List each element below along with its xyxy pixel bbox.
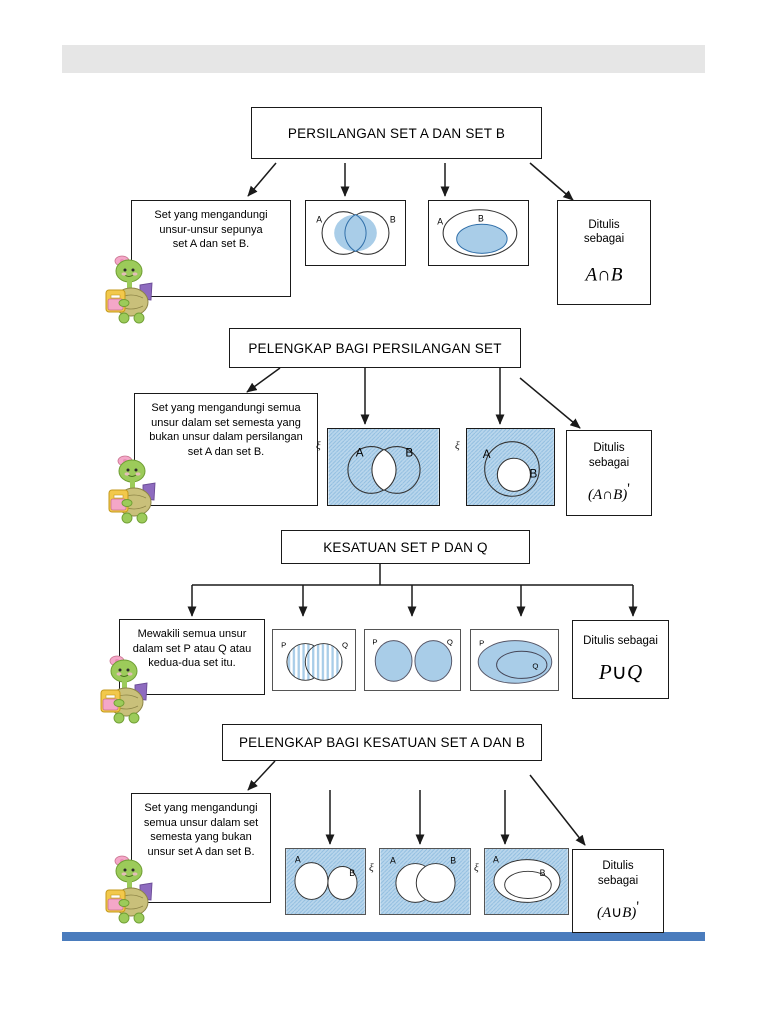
notation-box-intersection: Ditulis sebagai A∩B [557, 200, 651, 305]
description-line: set A dan set B. [187, 445, 265, 458]
turtle-mascot [95, 652, 157, 732]
notation-label-line: sebagai [597, 874, 639, 887]
svg-text:B: B [530, 468, 538, 481]
section-header-kesatuan: KESATUAN SET P DAN Q [281, 530, 530, 564]
universal-set-symbol: ξ [369, 862, 374, 874]
svg-text:Q: Q [342, 640, 348, 649]
description-line: Mewakili semua unsur [137, 628, 247, 640]
turtle-mascot [100, 252, 162, 332]
description-line: unsur set A dan set B. [147, 845, 255, 858]
notation-formula: P∪Q [598, 660, 643, 685]
svg-text:B: B [349, 868, 355, 878]
turtle-mascot [103, 452, 165, 532]
venn-diagram-union-subset-q-in-p: P Q [470, 629, 559, 691]
description-line: unsur dalam set semesta yang [151, 416, 301, 429]
svg-text:P: P [372, 638, 377, 647]
notation-label-line: Ditulis [602, 860, 634, 873]
description-box-persilangan: Set yang mengandungi unsur-unsur sepunya… [131, 200, 291, 297]
venn-diagram-complement-union-overlap: A B [379, 848, 471, 915]
venn-diagram-union-overlap-striped: P Q [272, 629, 356, 691]
notation-formula: (A∩B)' [588, 481, 630, 503]
turtle-mascot [100, 852, 162, 932]
description-line: Set yang mengandungi [154, 209, 268, 221]
svg-text:A: A [356, 446, 364, 459]
venn-diagram-complement-intersection-subset: A B [466, 428, 555, 506]
section-header-text: PELENGKAP BAGI PERSILANGAN SET [248, 340, 502, 356]
svg-text:A: A [437, 216, 443, 226]
notation-box-complement-union: Ditulis sebagai (A∪B)' [572, 849, 664, 933]
svg-text:A: A [390, 856, 396, 866]
description-line: dalam set P atau Q atau [132, 642, 252, 655]
svg-text:B: B [478, 213, 484, 223]
description-line: semua unsur dalam set [143, 816, 259, 829]
svg-text:Q: Q [447, 638, 453, 647]
description-line: semesta yang bukan [150, 831, 252, 844]
description-line: bukan unsur dalam persilangan [149, 431, 303, 444]
universal-set-symbol: ξ [455, 440, 460, 452]
venn-diagram-complement-union-subset: A B [484, 848, 569, 915]
section-header-text: PELENGKAP BAGI KESATUAN SET A DAN B [238, 735, 526, 750]
svg-text:B: B [390, 214, 396, 224]
svg-text:A: A [316, 214, 322, 224]
notation-formula: A∩B [585, 264, 623, 286]
notation-box-union: Ditulis sebagai P∪Q [572, 620, 669, 699]
footer-band [62, 932, 705, 941]
svg-text:A: A [493, 855, 499, 865]
notation-formula: (A∪B)' [596, 899, 640, 921]
venn-diagram-complement-union-disjoint: A B [285, 848, 366, 915]
section-header-pelengkap-kesatuan: PELENGKAP BAGI KESATUAN SET A DAN B [222, 724, 542, 761]
venn-diagram-intersection-overlap: A B [305, 200, 406, 266]
svg-text:Q: Q [532, 662, 538, 671]
universal-set-symbol: ξ [316, 440, 321, 452]
section-header-text: PERSILANGAN SET A DAN SET B [287, 125, 506, 141]
description-line: kedua-dua set itu. [148, 657, 236, 670]
universal-set-symbol: ξ [474, 862, 479, 874]
description-line: Set yang mengandungi [144, 802, 258, 814]
svg-text:B: B [540, 868, 546, 878]
section-header-persilangan: PERSILANGAN SET A DAN SET B [251, 107, 542, 159]
header-band [62, 45, 705, 73]
description-box-pelengkap-persilangan: Set yang mengandungi semua unsur dalam s… [134, 393, 318, 506]
description-line: Set yang mengandungi semua [151, 402, 301, 414]
svg-text:A: A [295, 855, 301, 865]
notation-box-complement-intersection: Ditulis sebagai (A∩B)' [566, 430, 652, 516]
description-line: set A dan set B. [172, 238, 250, 251]
section-header-text: KESATUAN SET P DAN Q [323, 539, 488, 555]
description-line: unsur-unsur sepunya [159, 223, 263, 236]
section-header-pelengkap-persilangan: PELENGKAP BAGI PERSILANGAN SET [229, 328, 521, 368]
notation-label-line: sebagai [588, 456, 630, 469]
description-box-pelengkap-kesatuan: Set yang mengandungi semua unsur dalam s… [131, 793, 271, 903]
svg-text:P: P [281, 640, 286, 649]
notation-label-line: Ditulis sebagai [583, 634, 658, 647]
svg-text:B: B [450, 856, 456, 866]
venn-diagram-union-disjoint: P Q [364, 629, 461, 691]
notation-label-line: Ditulis [588, 218, 620, 231]
venn-diagram-complement-intersection-overlap: A B [327, 428, 440, 506]
svg-text:A: A [483, 448, 491, 461]
notation-label-line: sebagai [583, 232, 625, 245]
svg-text:P: P [479, 638, 484, 647]
svg-text:B: B [405, 446, 413, 459]
venn-diagram-subset-b-in-a: A B [428, 200, 529, 266]
description-box-kesatuan: Mewakili semua unsur dalam set P atau Q … [119, 619, 265, 695]
notation-label-line: Ditulis [593, 442, 625, 455]
